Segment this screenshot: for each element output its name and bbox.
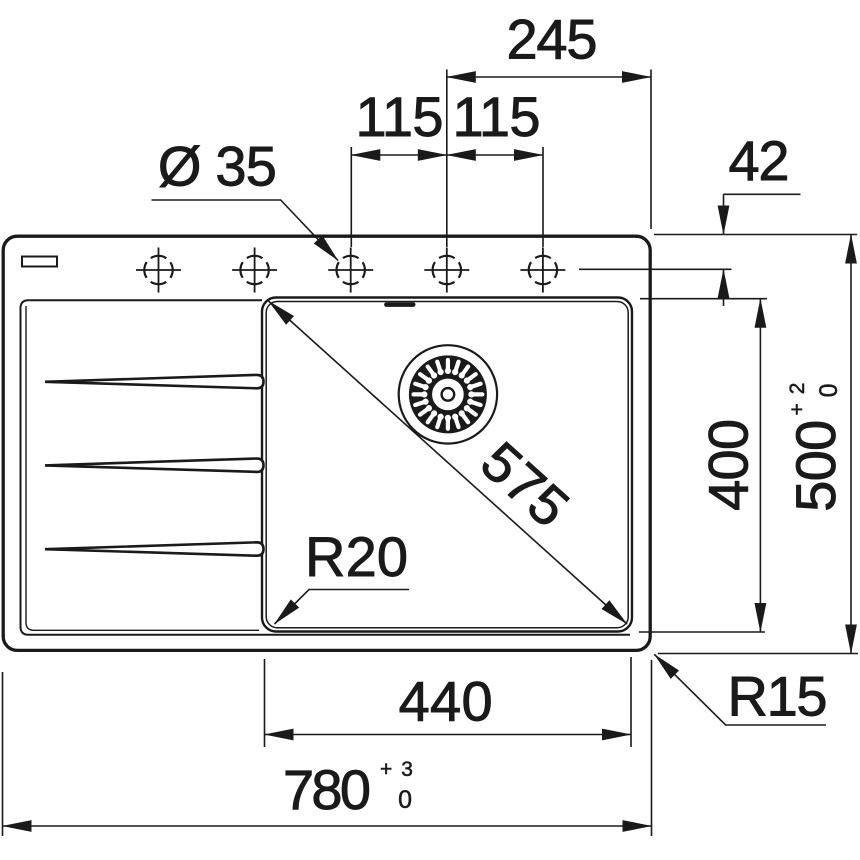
svg-text:0: 0 — [815, 384, 843, 398]
svg-text:115: 115 — [356, 85, 444, 148]
svg-text:780: 780 — [283, 758, 371, 821]
svg-text:575: 575 — [469, 429, 581, 539]
svg-text:R20: R20 — [305, 525, 408, 588]
svg-text:245: 245 — [507, 8, 598, 71]
svg-text:R15: R15 — [728, 665, 828, 728]
svg-text:+3: +3 — [380, 758, 422, 781]
svg-text:115: 115 — [453, 85, 541, 148]
svg-text:+2: +2 — [786, 374, 809, 416]
svg-text:400: 400 — [696, 419, 759, 511]
svg-text:440: 440 — [399, 670, 493, 733]
svg-text:500: 500 — [784, 420, 847, 512]
svg-text:42: 42 — [729, 129, 790, 192]
svg-text:0: 0 — [398, 786, 412, 814]
svg-text:Ø 35: Ø 35 — [158, 135, 277, 198]
